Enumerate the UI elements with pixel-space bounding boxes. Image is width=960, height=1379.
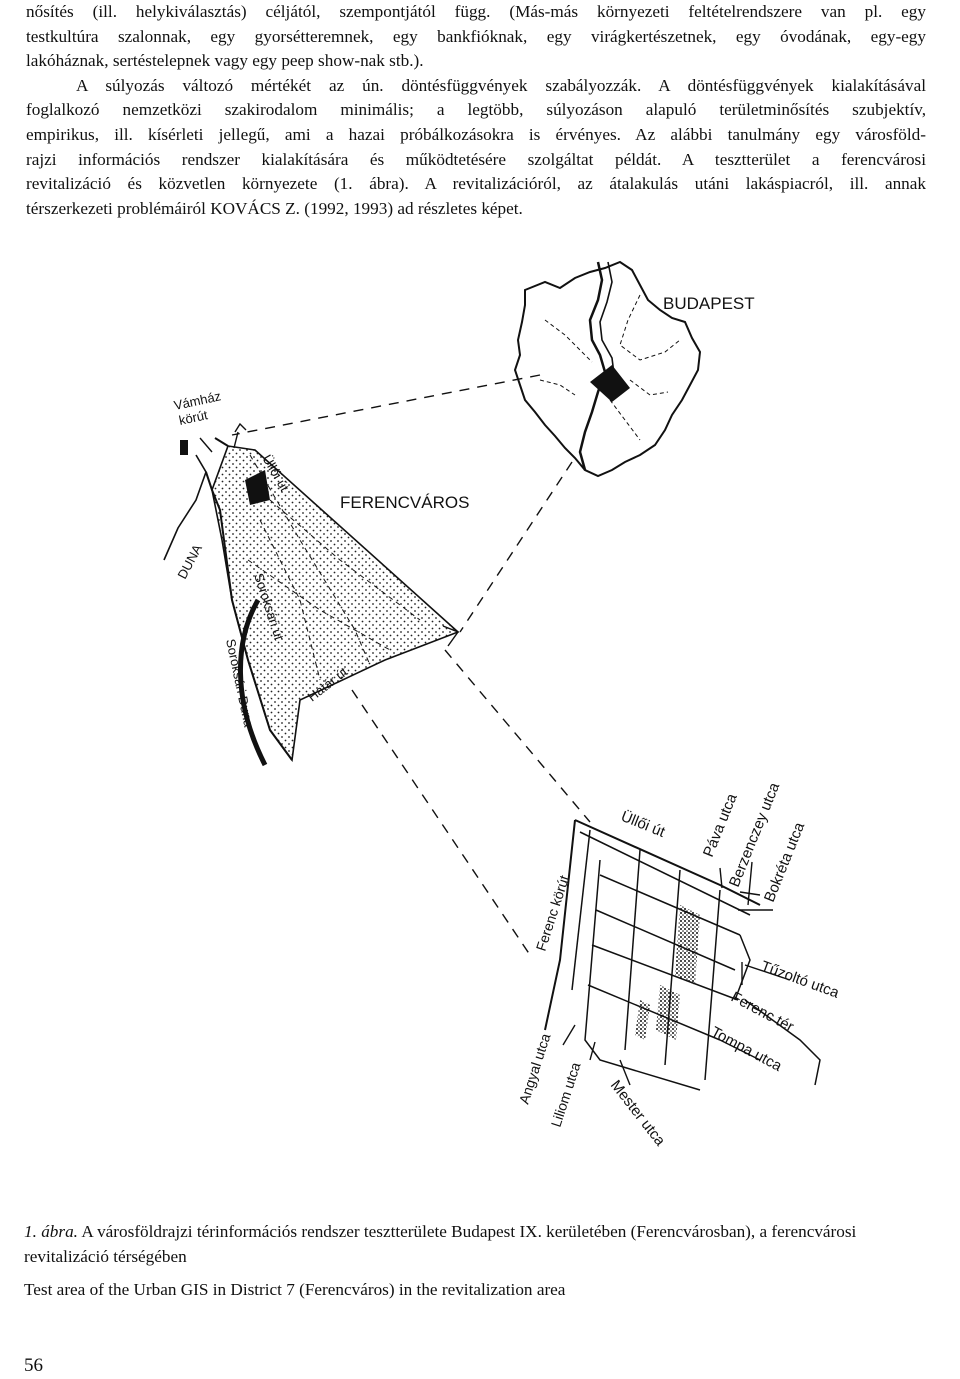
label-pava-utca: Páva utca [700, 791, 741, 860]
revitalization-blocks [635, 905, 700, 1040]
projection-lines [231, 374, 591, 956]
label-ferenc-korut: Ferenc körút [533, 873, 573, 953]
label-liliom-utca: Liliom utca [548, 1060, 584, 1129]
ferencvaros-district-highlight [590, 365, 630, 402]
text-line: térszerkezeti problémáiról KOVÁCS Z. (19… [26, 198, 523, 218]
caption-text-hu: A városföldrajzi térinformációs rendszer… [24, 1222, 857, 1266]
label-ferenc-ter: Ferenc tér [728, 989, 796, 1036]
text-line: A súlyozás változó mértékét az ún. dönté… [76, 75, 926, 95]
label-korut: körút [178, 407, 210, 428]
label-tompa-utca: Tompa utca [708, 1024, 785, 1076]
page-number: 56 [24, 1355, 43, 1376]
label-bokreta-utca: Bokréta utca [761, 819, 809, 904]
figure-caption-english: Test area of the Urban GIS in District 7… [24, 1280, 566, 1299]
map-svg: BUDAPEST FERENCVÁROS Vámház [163, 260, 842, 1150]
label-mester-utca: Mester utca [607, 1077, 669, 1150]
label-ferencvaros: FERENCVÁROS [340, 493, 469, 512]
street-arrows [562, 861, 773, 1086]
label-angyal-utca: Angyal utca [516, 1031, 554, 1106]
text-line: revitalizáció és közvetlen környezete (1… [26, 174, 926, 194]
text-line: rajzi információs rendszer kialakítására… [26, 149, 926, 169]
body-paragraph: nősítés (ill. helykiválasztás) céljától,… [26, 0, 926, 221]
text-line: lakóháznak, sertéstelepnek vagy egy peep… [26, 51, 424, 71]
revitalization-area [245, 470, 270, 505]
label-tuzolto-utca: Tűzoltó utca [759, 958, 842, 1002]
text-line: empirikus, ill. kísérleti jellegű, ami a… [26, 124, 926, 144]
label-ulloi-ut-detail: Üllői út [619, 807, 669, 841]
caption-number: 1. ábra. [24, 1222, 78, 1241]
budapest-outline [513, 260, 702, 478]
figure-map: BUDAPEST FERENCVÁROS Vámház [0, 230, 960, 1220]
text-line: nősítés (ill. helykiválasztás) céljától,… [26, 2, 926, 21]
text-line: testkultúra szalonnak, egy gyorsétteremn… [26, 26, 926, 46]
label-duna: DUNA [174, 542, 205, 582]
label-budapest: BUDAPEST [663, 294, 755, 313]
ferencvaros-map [163, 422, 460, 767]
text-line: foglalkozó nemzetközi szakirodalom minim… [26, 100, 926, 120]
figure-caption: 1. ábra. A városföldrajzi térinformációs… [24, 1220, 934, 1269]
